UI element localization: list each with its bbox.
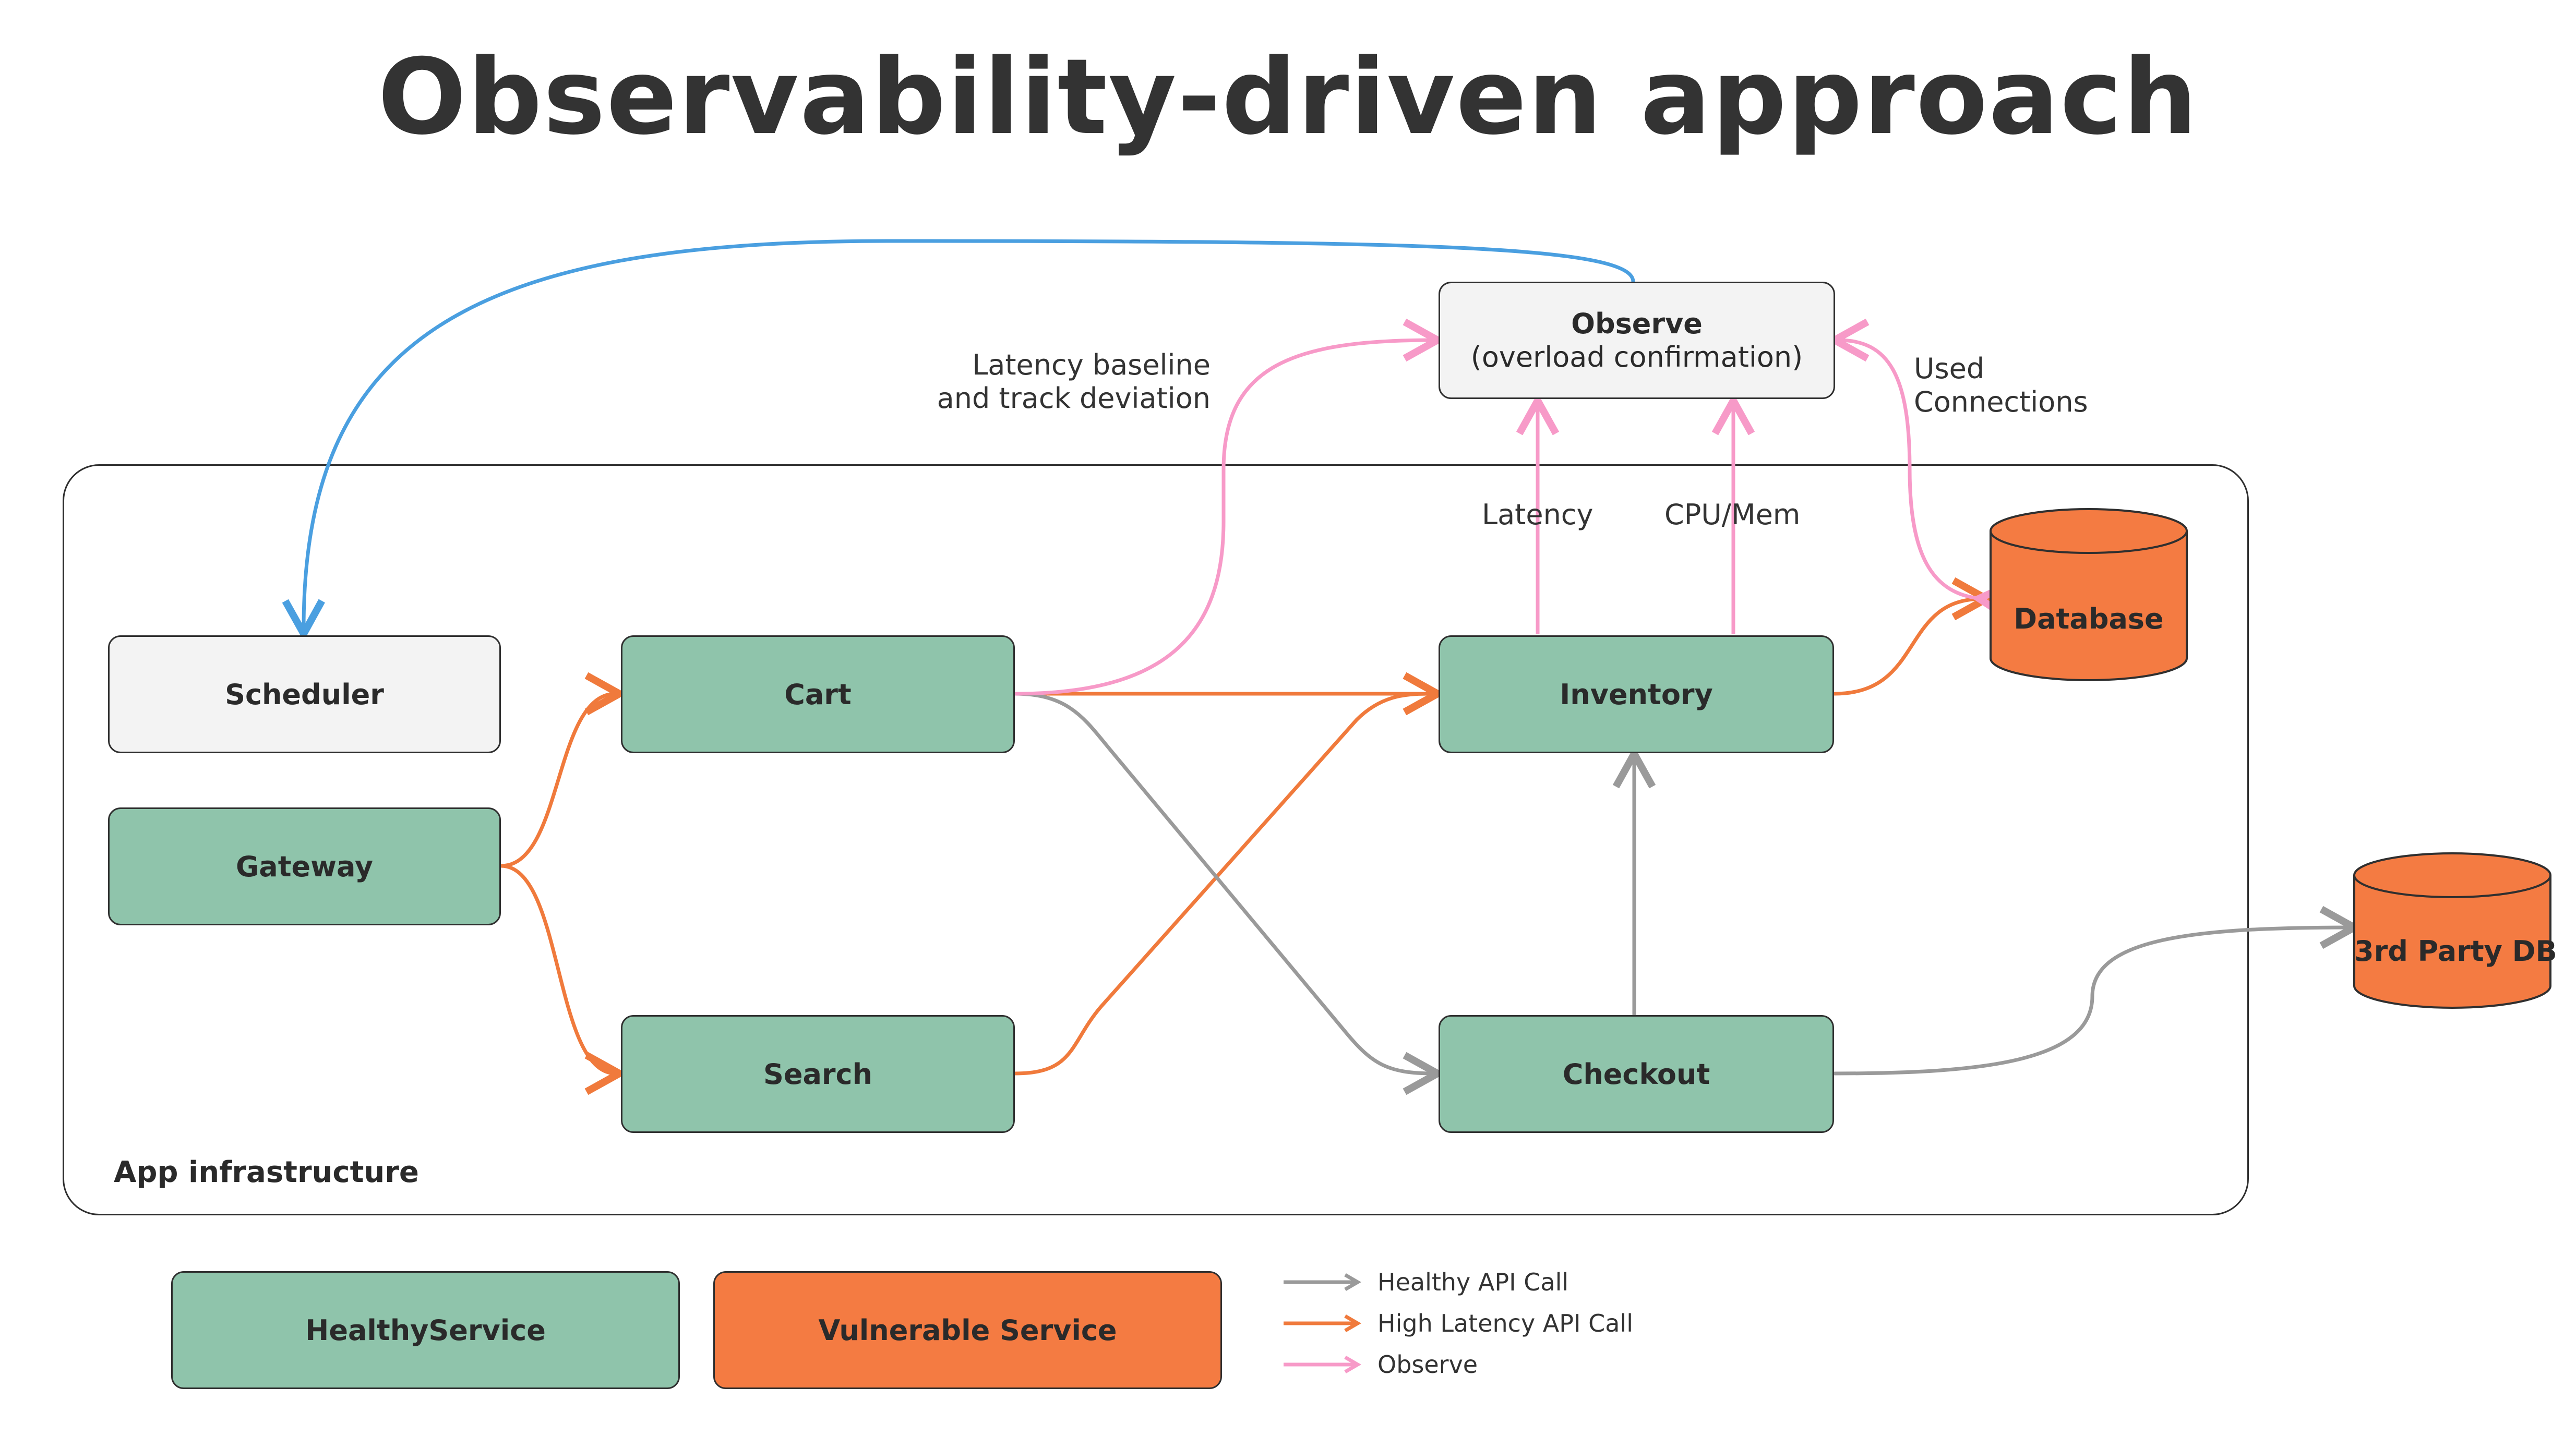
used-connections-label: Used Connections: [1914, 352, 2088, 419]
legend-gray-arrow-icon: [1284, 1273, 1361, 1292]
search-node[interactable]: Search: [621, 1015, 1015, 1133]
observe-title: Observe: [1571, 307, 1703, 340]
checkout-node[interactable]: Checkout: [1439, 1015, 1834, 1133]
app-infrastructure-label: App infrastructure: [114, 1155, 419, 1189]
feedback-arrow-observe-to-scheduler: [304, 239, 1635, 630]
used-connections-line2: Connections: [1914, 385, 2088, 418]
gateway-node[interactable]: Gateway: [108, 807, 501, 925]
observe-arrow-cart-baseline: [1014, 340, 1434, 696]
third-party-db-label[interactable]: 3rd Party DB: [2354, 935, 2557, 968]
arrow-search-to-inventory: [1014, 694, 1434, 1076]
cart-node[interactable]: Cart: [621, 635, 1015, 753]
arrow-gateway-to-search: [500, 864, 616, 1073]
observe-arrow-used-connections: [1838, 340, 1983, 599]
scheduler-node[interactable]: Scheduler: [108, 635, 501, 753]
legend-orange-arrow-icon: [1284, 1314, 1361, 1333]
page-title: Observability-driven approach: [377, 37, 2199, 158]
legend-pink-arrow-icon: [1284, 1355, 1361, 1374]
inventory-node[interactable]: Inventory: [1439, 635, 1834, 753]
arrow-checkout-to-3rd-party-db: [1834, 927, 2351, 1076]
arrow-gateway-to-cart: [500, 694, 616, 868]
latency-baseline-line2: and track deviation: [937, 382, 1211, 415]
legend-vulnerable-service: Vulnerable Service: [713, 1271, 1222, 1389]
legend-healthy-api-call-label: Healthy API Call: [1377, 1268, 1569, 1296]
legend-observe-label: Observe: [1377, 1350, 1478, 1379]
legend-high-latency-api-call-label: High Latency API Call: [1377, 1309, 1634, 1337]
legend-high-latency-api-call: High Latency API Call: [1284, 1308, 1633, 1339]
arrow-cart-to-checkout: [1014, 692, 1434, 1073]
observe-subtitle: (overload confirmation): [1470, 340, 1803, 373]
cpu-mem-label: CPU/Mem: [1664, 498, 1801, 531]
legend-healthy-api-call: Healthy API Call: [1284, 1266, 1568, 1298]
used-connections-line1: Used: [1914, 352, 1985, 385]
app-infrastructure-container: [63, 464, 2249, 1215]
legend-observe: Observe: [1284, 1349, 1478, 1380]
latency-label: Latency: [1482, 498, 1593, 531]
latency-baseline-line1: Latency baseline: [972, 348, 1211, 381]
observe-node[interactable]: Observe (overload confirmation): [1439, 282, 1835, 399]
arrow-inventory-to-database: [1834, 599, 1983, 696]
latency-baseline-label: Latency baseline and track deviation: [887, 348, 1211, 415]
third-party-db-cylinder: [2353, 852, 2551, 1009]
legend-healthy-service: HealthyService: [171, 1271, 680, 1389]
database-label[interactable]: Database: [2014, 602, 2164, 635]
database-cylinder: [1990, 508, 2188, 681]
